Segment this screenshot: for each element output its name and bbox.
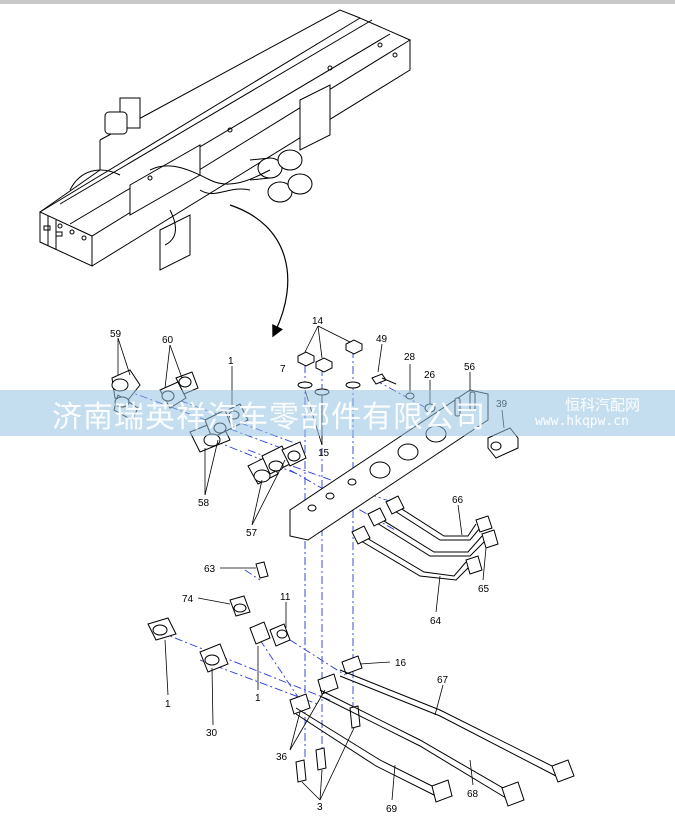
chassis-frame [38,9,412,271]
callout-1-left: 1 [165,699,171,710]
callout-1-mid: 1 [255,693,261,704]
callout-49: 49 [376,334,388,345]
lower-fittings [147,561,291,673]
callout-57: 57 [246,528,258,539]
callout-30: 30 [206,728,218,739]
callout-63: 63 [204,564,216,575]
leader-lines [117,325,505,801]
callout-69: 69 [386,804,398,815]
callout-65: 65 [478,584,490,595]
callout-68: 68 [467,789,479,800]
callout-14: 14 [312,316,324,327]
callout-11: 11 [280,592,291,603]
top-border [0,0,675,4]
callout-67: 67 [437,675,449,686]
watermark-band [0,390,675,436]
callout-60: 60 [162,335,174,346]
callout-58: 58 [198,498,210,509]
callout-28: 28 [404,352,416,363]
callout-16: 16 [395,658,407,669]
callout-15: 15 [318,448,330,459]
callout-64: 64 [430,616,442,627]
callout-74: 74 [182,594,194,605]
callout-3: 3 [317,802,323,813]
callout-59: 59 [110,329,122,340]
nuts-washers [297,339,363,396]
watermark-url: www.hkqpw.cn [535,414,629,429]
callout-56: 56 [464,362,476,373]
clamps-bolts [289,655,363,783]
watermark-company: 济南瑞英祥汽车零部件有限公司 [52,400,486,435]
callout-36: 36 [276,752,288,763]
callout-66: 66 [452,495,464,506]
callout-7: 7 [280,364,286,375]
long-pipes [295,669,575,807]
callout-26: 26 [424,370,436,381]
callout-1-upper: 1 [228,356,234,367]
bent-pipes [351,495,499,581]
callout-labels: 59 60 1 14 49 28 26 56 39 7 15 58 57 66 … [110,316,508,815]
watermark-brand: 恒科汽配网 [565,396,641,414]
detail-arrow [229,204,289,338]
